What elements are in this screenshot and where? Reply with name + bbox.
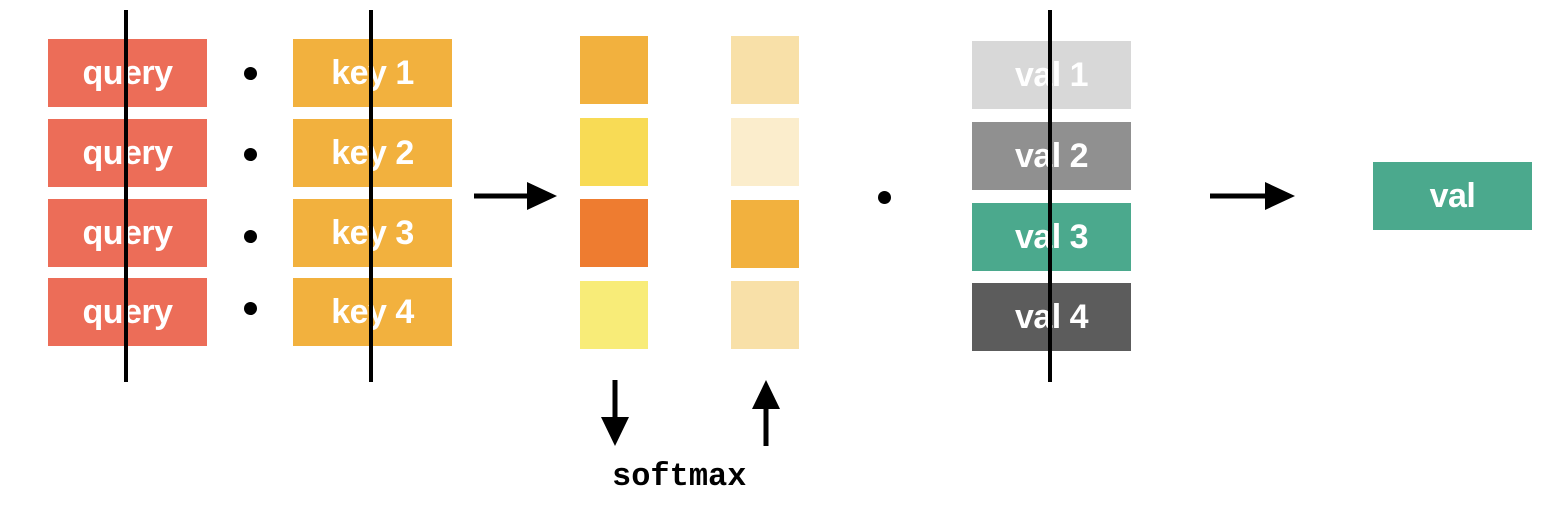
dot-product-icon	[244, 230, 257, 243]
weight-cell-2	[731, 118, 799, 186]
softmax-label: softmax	[612, 458, 747, 495]
right-arrow-icon	[474, 182, 557, 210]
dot-product-icon	[244, 67, 257, 80]
output-value-box: val	[1373, 162, 1532, 230]
dot-product-icon	[878, 191, 891, 204]
value-divider-line	[1048, 10, 1052, 382]
weight-cell-4	[731, 281, 799, 349]
dot-product-icon	[244, 148, 257, 161]
up-arrow-icon	[752, 380, 780, 446]
key-divider-line	[369, 10, 373, 382]
down-arrow-icon	[601, 380, 629, 446]
dot-product-icon	[244, 302, 257, 315]
weight-cell-1	[731, 36, 799, 104]
score-cell-4	[580, 281, 648, 349]
score-cell-2	[580, 118, 648, 186]
weight-cell-3	[731, 200, 799, 268]
right-arrow-icon	[1210, 182, 1295, 210]
score-cell-3	[580, 199, 648, 267]
score-cell-1	[580, 36, 648, 104]
query-divider-line	[124, 10, 128, 382]
